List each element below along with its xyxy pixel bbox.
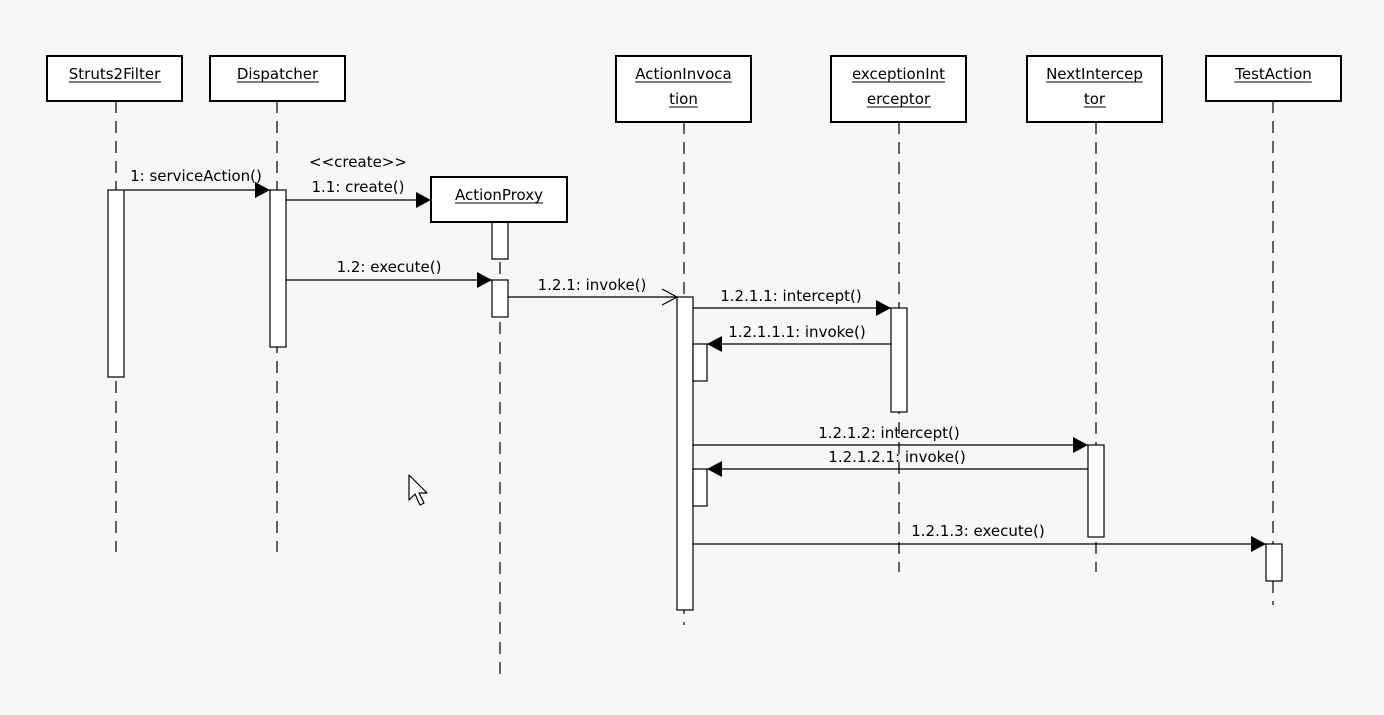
participant-name: ActionProxy (455, 186, 543, 204)
participant-name: NextIntercep (1046, 65, 1143, 83)
participant-struts2filter: Struts2Filter (46, 55, 183, 102)
filled-arrowhead-m1-1 (416, 192, 431, 208)
stereotype-label-m1-1: <<create>> (309, 153, 407, 171)
participant-exceptioninterceptor: exceptionInt erceptor (830, 55, 967, 123)
activation-actioninvocation (676, 296, 694, 611)
participant-box (830, 55, 967, 123)
participant-box (46, 55, 183, 102)
message-label-m1-2: 1.2: execute() (337, 258, 442, 276)
filled-arrowhead-m1-2-1-2 (1073, 437, 1088, 453)
open-arrowhead-m1-2-1 (661, 288, 679, 306)
message-label-m1-2-1: 1.2.1: invoke() (538, 276, 647, 294)
message-label-m1-2-1-1-1: 1.2.1.1.1: invoke() (728, 323, 865, 341)
activation-exceptioninterceptor (890, 307, 908, 413)
filled-arrowhead-m1-2-1-1 (876, 300, 891, 316)
filled-arrowhead-m1-2-1-1-1 (707, 336, 722, 352)
participant-name: TestAction (1234, 65, 1312, 83)
message-label-m1-1: 1.1: create() (312, 178, 405, 196)
participant-box (1026, 55, 1163, 123)
participant-actioninvocation: ActionInvoca tion (615, 55, 752, 123)
filled-arrowhead-m1-2 (477, 272, 492, 288)
participant-name: tion (669, 90, 698, 108)
message-label-m1-2-1-2: 1.2.1.2: intercept() (818, 424, 960, 442)
message-label-m1: 1: serviceAction() (130, 167, 262, 185)
filled-arrowhead-m1-2-1-3 (1251, 536, 1266, 552)
participant-name: Dispatcher (237, 65, 319, 83)
participant-actionproxy: ActionProxy (430, 176, 568, 223)
participant-nextinterceptor: NextIntercep tor (1026, 55, 1163, 123)
participant-name: exceptionInt (852, 65, 945, 83)
activation-actioninvocation-callback-1 (692, 343, 708, 382)
message-label-m1-2-1-1: 1.2.1.1: intercept() (720, 287, 862, 305)
activation-actioninvocation-callback-2 (692, 468, 708, 507)
participant-name: Struts2Filter (69, 65, 161, 83)
message-label-m1-2-1-2-1: 1.2.1.2.1: invoke() (828, 448, 965, 466)
participant-name: erceptor (867, 90, 931, 108)
participant-box (1205, 55, 1342, 102)
participant-name: tor (1084, 90, 1106, 108)
activation-struts2filter (107, 189, 125, 378)
activation-dispatcher (269, 189, 287, 348)
activation-actionproxy-execute (491, 279, 509, 318)
participant-dispatcher: Dispatcher (209, 55, 346, 102)
filled-arrowhead-m1 (255, 182, 270, 198)
activation-nextinterceptor (1087, 444, 1105, 538)
activation-actionproxy-create (491, 221, 509, 260)
activation-testaction (1265, 543, 1283, 582)
participant-box (615, 55, 752, 123)
participant-name: ActionInvoca (635, 65, 731, 83)
message-label-m1-2-1-3: 1.2.1.3: execute() (911, 522, 1044, 540)
filled-arrowhead-m1-2-1-2-1 (707, 461, 722, 477)
participant-testaction: TestAction (1205, 55, 1342, 102)
participant-box (209, 55, 346, 102)
participant-box (430, 176, 568, 223)
mouse-pointer-icon (408, 474, 428, 506)
